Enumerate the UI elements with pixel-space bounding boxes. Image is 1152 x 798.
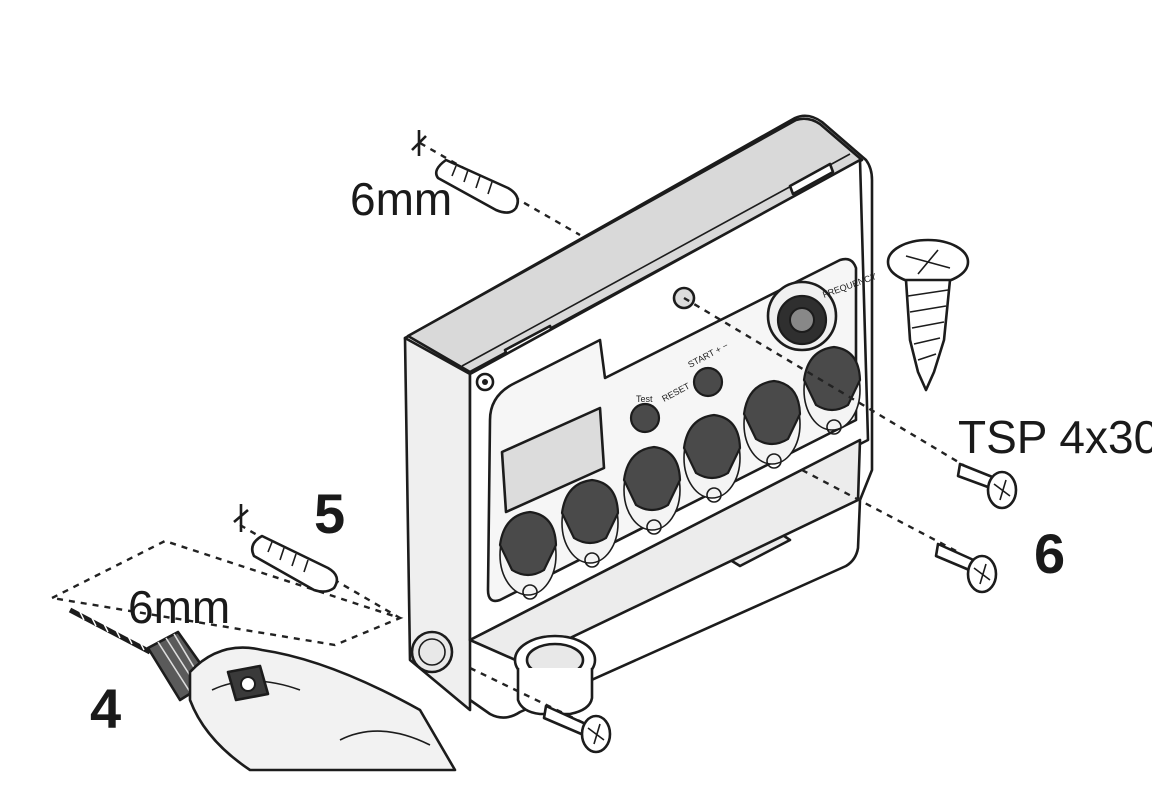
labels: 6mm 6mm TSP 4x30 4 5 6 — [90, 173, 1152, 740]
station-knob — [802, 345, 862, 435]
station-knob — [622, 445, 682, 535]
screw-bottom — [542, 704, 612, 754]
controller-housing: Test RESET START + − FREQUENCY — [403, 114, 878, 719]
station-knob — [498, 510, 558, 600]
station-knob — [742, 379, 802, 469]
station-knob — [682, 413, 742, 503]
panel-test-label: Test — [636, 394, 653, 404]
step-5-label: 5 — [314, 482, 345, 545]
step-6-label: 6 — [1034, 522, 1065, 585]
wall-plug-left — [233, 504, 339, 593]
drill — [68, 607, 457, 772]
screw-large — [886, 238, 970, 392]
station-knob — [560, 478, 620, 568]
step-4-label: 4 — [90, 677, 121, 740]
screw-right-lower — [934, 542, 998, 594]
plug-top-size-label: 6mm — [350, 173, 452, 225]
wall-plug-top — [411, 130, 520, 214]
plug-left-size-label: 6mm — [128, 581, 230, 633]
screw-right-upper — [956, 462, 1018, 510]
screw-spec-label: TSP 4x30 — [958, 411, 1152, 463]
station-knobs — [498, 345, 862, 600]
